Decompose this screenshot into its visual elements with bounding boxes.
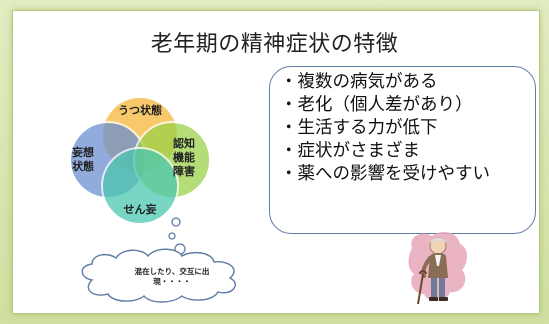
person-shoe-left: [429, 297, 438, 301]
cane: [417, 273, 424, 305]
list-item: ・症状がさまざま: [280, 141, 420, 161]
list-item: ・薬への影響を受けやすい: [280, 164, 490, 184]
person-leg-left: [431, 278, 437, 298]
venn-label-depression: うつ状態: [118, 104, 162, 117]
person-shoe-right: [439, 297, 448, 301]
elderly-person-with-cane-illustration: [408, 231, 467, 305]
venn-label-delusion-line: 状態: [72, 160, 94, 173]
person-shirt: [435, 255, 441, 266]
venn-label-delusion-line: 妄想: [72, 146, 94, 159]
person-hair: [430, 237, 446, 243]
venn-label-cognitive: 認知 機能 障害: [164, 137, 204, 179]
list-item: ・老化（個人差があり）: [280, 95, 473, 115]
thought-bubble-dot: [171, 217, 181, 227]
venn-label-delirium: せん妄: [123, 203, 157, 216]
venn-label-cognitive-line: 機能: [173, 151, 195, 164]
list-item: ・生活する力が低下: [280, 118, 438, 138]
cloud-shape: [81, 248, 236, 303]
slide-title: 老年期の精神症状の特徴: [150, 32, 399, 57]
thought-bubble-dot: [168, 232, 176, 240]
venn-label-delusion: 妄想 状態: [66, 146, 100, 174]
venn-label-cognitive-line: 障害: [173, 165, 195, 178]
characteristics-callout: ・複数の病気がある ・老化（個人差があり） ・生活する力が低下 ・症状がさまざま…: [269, 66, 536, 234]
cane-handle: [419, 270, 427, 275]
cloud-text: 混在したり、交互に出 現・・・・: [108, 267, 236, 287]
characteristics-list: ・複数の病気がある ・老化（個人差があり） ・生活する力が低下 ・症状がさまざま…: [280, 71, 527, 186]
cloud-text-line: 混在したり、交互に出: [134, 267, 210, 276]
venn-label-cognitive-line: 認知: [173, 137, 195, 150]
venn-circle-delirium: [101, 147, 179, 225]
list-item: ・複数の病気がある: [280, 72, 438, 92]
cloud-text-line: 現・・・・: [153, 277, 191, 286]
person-leg-right: [439, 278, 445, 298]
